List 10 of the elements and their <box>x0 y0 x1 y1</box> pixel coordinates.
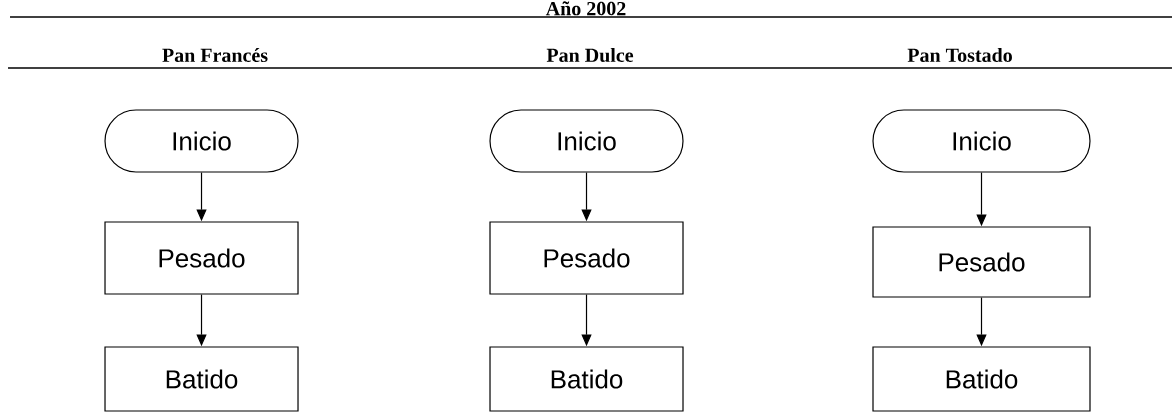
process-box: Pesado <box>489 221 684 295</box>
process-box: Pesado <box>872 226 1091 298</box>
process-box: Batido <box>489 346 684 412</box>
title: Año 2002 <box>545 1 626 16</box>
process-box: Batido <box>104 346 299 412</box>
process-box: Pesado <box>104 221 299 295</box>
column-heading: Pan Tostado <box>907 47 1012 63</box>
column-heading: Pan Francés <box>162 47 268 63</box>
column-heading: Pan Dulce <box>546 47 634 63</box>
process-box: Batido <box>872 346 1091 412</box>
